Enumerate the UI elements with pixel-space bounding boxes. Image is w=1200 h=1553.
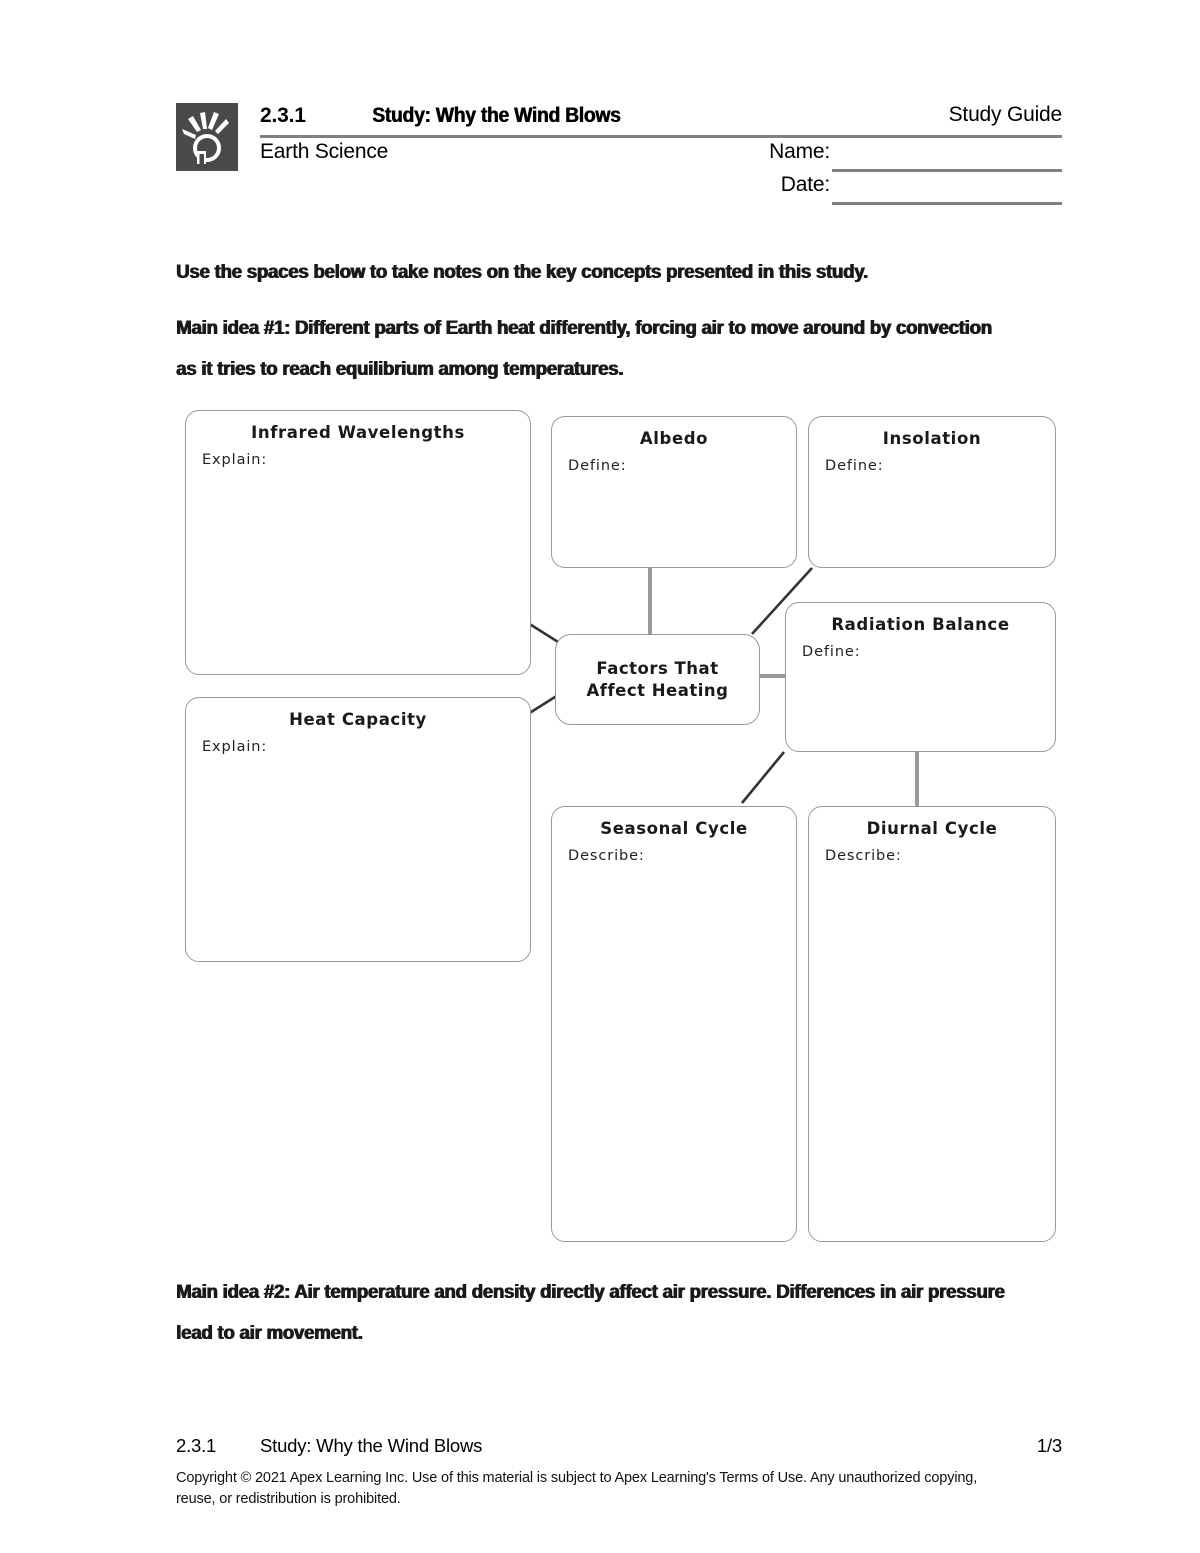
header-lesson-code: 2.3.1 [260, 104, 306, 127]
node-prompt: Define: [825, 458, 884, 474]
page-header: 2.3.1 Study: Why the Wind Blows Study Gu… [176, 100, 1062, 210]
node-radiation-balance[interactable]: Radiation Balance Define: [785, 602, 1056, 752]
node-title: Radiation Balance [831, 615, 1010, 634]
node-prompt: Define: [568, 458, 627, 474]
page-number: 1/3 [1036, 1435, 1062, 1456]
node-prompt: Explain: [202, 452, 268, 468]
node-prompt: Describe: [825, 848, 902, 864]
node-prompt: Explain: [202, 739, 268, 755]
node-prompt: Describe: [568, 848, 645, 864]
footer-lesson-code: 2.3.1 [176, 1435, 217, 1456]
document-type-label: Study Guide [948, 103, 1063, 126]
node-title: Heat Capacity [289, 710, 427, 729]
node-title: Factors That Affect Heating [586, 658, 729, 700]
node-insolation[interactable]: Insolation Define: [808, 416, 1056, 568]
footer-title: Study: Why the Wind Blows [260, 1435, 483, 1456]
name-input-line[interactable] [832, 169, 1062, 172]
main-idea-2-text: Main idea #2: Air temperature and densit… [176, 1281, 1005, 1344]
node-prompt: Define: [802, 644, 861, 660]
name-label: Name: [769, 140, 830, 163]
node-infrared-wavelengths[interactable]: Infrared Wavelengths Explain: [185, 410, 531, 675]
instructions-text: Use the spaces below to take notes on th… [176, 261, 868, 283]
node-diurnal-cycle[interactable]: Diurnal Cycle Describe: [808, 806, 1056, 1242]
subject-label: Earth Science [260, 140, 389, 163]
node-albedo[interactable]: Albedo Define: [551, 416, 797, 568]
node-heat-capacity[interactable]: Heat Capacity Explain: [185, 697, 531, 962]
apex-sunburst-logo-icon [176, 103, 238, 171]
copyright-text: Copyright © 2021 Apex Learning Inc. Use … [176, 1470, 978, 1507]
date-input-line[interactable] [832, 202, 1062, 205]
node-title: Insolation [882, 429, 982, 448]
node-title: Seasonal Cycle [600, 819, 748, 838]
main-idea-1-text: Main idea #1: Different parts of Earth h… [176, 317, 992, 380]
date-label: Date: [780, 173, 830, 196]
node-title: Albedo [639, 429, 709, 448]
page-title: Study: Why the Wind Blows [372, 104, 621, 127]
node-title: Diurnal Cycle [866, 819, 998, 838]
node-title: Infrared Wavelengths [251, 423, 465, 442]
header-divider [260, 135, 1062, 138]
node-seasonal-cycle[interactable]: Seasonal Cycle Describe: [551, 806, 797, 1242]
node-factors-that-affect-heating[interactable]: Factors That Affect Heating [555, 634, 760, 725]
